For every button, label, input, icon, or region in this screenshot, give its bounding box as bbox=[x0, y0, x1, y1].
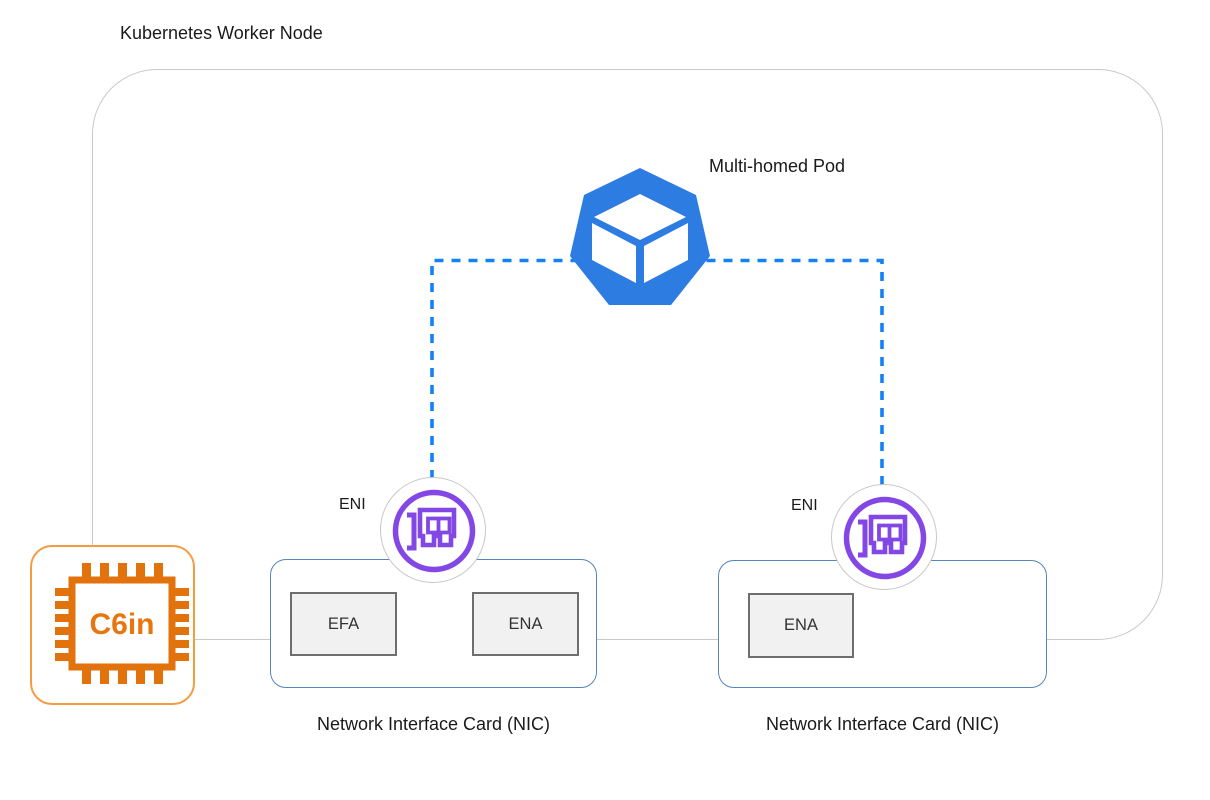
chip-label: C6in bbox=[89, 608, 154, 641]
ena-adapter-label-left: ENA bbox=[508, 614, 543, 633]
nic-box-left: EFA ENA bbox=[270, 559, 597, 688]
ena-adapter-box-left: ENA bbox=[472, 592, 579, 656]
nic-label-right: Network Interface Card (NIC) bbox=[765, 714, 1000, 734]
worker-node-boundary bbox=[92, 69, 1163, 640]
ena-adapter-label-right: ENA bbox=[784, 616, 818, 634]
kubernetes-pod-icon bbox=[570, 168, 710, 305]
c6in-instance-box: C6in bbox=[30, 545, 195, 705]
cpu-chip-icon: C6in bbox=[55, 563, 189, 684]
eni-icon-right bbox=[831, 484, 937, 590]
eni-icon-left bbox=[380, 477, 486, 583]
ena-adapter-box-right: ENA bbox=[748, 593, 854, 658]
eni-label-left: ENI bbox=[339, 496, 366, 513]
worker-node-title: Kubernetes Worker Node bbox=[120, 23, 323, 43]
eni-label-right: ENI bbox=[791, 497, 818, 514]
pod-label: Multi-homed Pod bbox=[709, 156, 846, 176]
efa-adapter-box: EFA bbox=[290, 592, 397, 656]
efa-adapter-label: EFA bbox=[327, 614, 360, 633]
nic-label-left: Network Interface Card (NIC) bbox=[316, 714, 551, 734]
